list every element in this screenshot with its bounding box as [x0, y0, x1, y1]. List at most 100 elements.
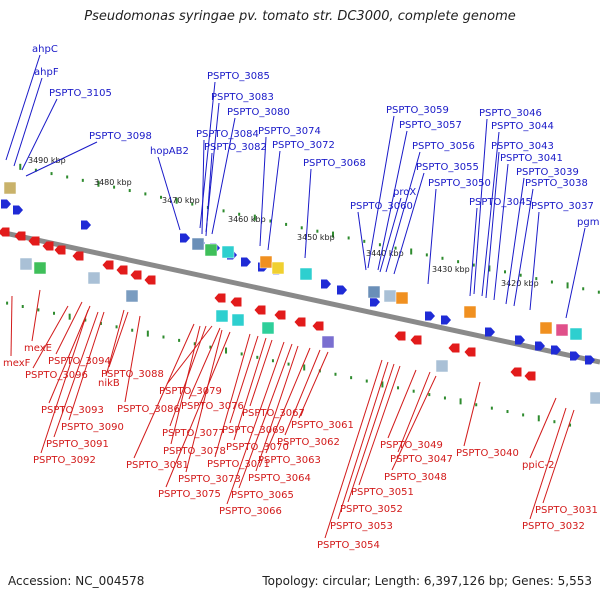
gene-label-forward[interactable]: PSPTO_3080: [227, 107, 290, 118]
gene-label-forward[interactable]: PSPTO_3082: [204, 142, 267, 153]
gene-label-forward[interactable]: PSPTO_3055: [416, 162, 479, 173]
gene-label-reverse[interactable]: PSPTO_3078: [163, 446, 226, 457]
gene-label-forward[interactable]: PSPTO_3045: [469, 197, 532, 208]
leader-line-forward: [211, 117, 236, 235]
reverse-gene-arrow: [294, 317, 306, 327]
gene-label-reverse[interactable]: PSPTO_3069: [222, 425, 285, 436]
gene-label-forward[interactable]: PSPTO_3044: [491, 121, 554, 132]
gene-label-reverse[interactable]: PSPTO_3093: [41, 405, 104, 416]
gene-label-forward[interactable]: PSPTO_3059: [386, 105, 449, 116]
tick-mark-lower: [21, 305, 24, 309]
gene-label-forward[interactable]: PSPTO_3084: [196, 129, 259, 140]
gene-label-forward[interactable]: hopAB2: [150, 146, 189, 157]
leader-line-reverse: [185, 329, 223, 473]
gene-label-reverse[interactable]: PSPTO_3040: [456, 448, 519, 459]
tick-mark-lower: [162, 335, 165, 339]
tick-mark-upper: [332, 231, 335, 238]
gene-label-forward[interactable]: PSPTO_3057: [399, 120, 462, 131]
gene-label-forward[interactable]: PSPTO_3060: [350, 201, 413, 212]
gene-label-forward[interactable]: PSPTO_3085: [207, 71, 270, 82]
gene-label-forward[interactable]: ahpF: [34, 67, 59, 78]
leader-line-forward: [201, 139, 205, 235]
gene-label-reverse[interactable]: PSPTO_3064: [248, 473, 311, 484]
gene-label-forward[interactable]: PSPTO_3037: [531, 201, 594, 212]
annotation-block: [231, 313, 245, 327]
gene-label-reverse[interactable]: mexF: [3, 358, 31, 369]
gene-label-reverse[interactable]: PSPTO_3032: [522, 521, 585, 532]
gene-label-forward[interactable]: PSPTO_3039: [516, 167, 579, 178]
gene-label-forward[interactable]: PSPTO_3074: [258, 126, 321, 137]
gene-label-forward[interactable]: proX: [393, 187, 416, 198]
leader-line-forward: [205, 152, 213, 237]
gene-label-reverse[interactable]: PSPTO_3094: [48, 356, 111, 367]
gene-label-forward[interactable]: PSPTO_3046: [479, 108, 542, 119]
gene-label-reverse[interactable]: PSPTO_3047: [390, 454, 453, 465]
reverse-gene-arrow: [102, 260, 114, 270]
tick-mark-lower: [443, 396, 446, 400]
gene-label-reverse[interactable]: PSPTO_3048: [384, 472, 447, 483]
gene-label-forward[interactable]: PSPTO_3038: [525, 178, 588, 189]
gene-label-reverse[interactable]: PSPTO_3096: [25, 370, 88, 381]
annotation-block: [321, 335, 335, 349]
gene-label-reverse[interactable]: PSPTO_3063: [258, 455, 321, 466]
leader-line-reverse: [397, 371, 431, 453]
gene-label-forward[interactable]: PSPTO_3083: [211, 92, 274, 103]
reverse-gene-arrow: [448, 343, 460, 353]
reverse-gene-arrow: [42, 241, 54, 251]
gene-label-forward[interactable]: PSPTO_3041: [500, 153, 563, 164]
gene-label-reverse[interactable]: PSPTO_3065: [231, 490, 294, 501]
gene-label-forward[interactable]: PSPTO_3043: [491, 141, 554, 152]
leader-line-reverse: [124, 315, 141, 403]
gene-label-forward[interactable]: PSPTO_3050: [428, 178, 491, 189]
leader-line-forward: [505, 177, 525, 305]
gene-label-reverse[interactable]: PSPTO_3070: [226, 442, 289, 453]
gene-label-reverse[interactable]: PSPTO_3054: [317, 540, 380, 551]
gene-label-forward[interactable]: pgm: [577, 217, 599, 228]
gene-label-reverse[interactable]: PSPTO_3073: [178, 474, 241, 485]
gene-label-forward[interactable]: PSPTO_3056: [412, 141, 475, 152]
leader-line-reverse: [337, 361, 389, 520]
tick-mark-upper: [582, 287, 585, 291]
gene-label-forward[interactable]: PSPTO_3098: [89, 131, 152, 142]
leader-line-reverse: [255, 345, 299, 472]
gene-label-reverse[interactable]: PSPTO_3061: [291, 420, 354, 431]
gene-label-forward[interactable]: PSPTO_3068: [303, 158, 366, 169]
gene-label-reverse[interactable]: PSPTO_3071: [207, 459, 270, 470]
gene-label-reverse[interactable]: PSPTO_3075: [158, 489, 221, 500]
kbp-tick-label: 3450 kbp: [297, 233, 335, 242]
gene-label-forward[interactable]: PSPTO_3072: [272, 140, 335, 151]
gene-label-reverse[interactable]: PSPTO_3077: [162, 428, 225, 439]
gene-label-reverse[interactable]: PSPTO_3079: [159, 386, 222, 397]
reverse-gene-arrow: [116, 265, 128, 275]
gene-label-reverse[interactable]: PSPTO_3049: [380, 440, 443, 451]
gene-label-reverse[interactable]: PSPTO_3081: [126, 460, 189, 471]
tick-mark-lower: [115, 325, 118, 329]
gene-label-reverse[interactable]: PSPTO_3088: [101, 369, 164, 380]
tick-mark-upper: [175, 197, 178, 204]
tick-mark-lower: [37, 308, 40, 312]
leader-line-forward: [393, 172, 425, 275]
gene-label-reverse[interactable]: PSPTO_3031: [535, 505, 598, 516]
gene-label-reverse[interactable]: PSPTO_3067: [242, 408, 305, 419]
gene-label-forward[interactable]: ahpC: [32, 44, 58, 55]
gene-label-reverse[interactable]: nikB: [98, 378, 120, 389]
gene-label-reverse[interactable]: PSPTO_3052: [340, 504, 403, 515]
gene-label-reverse[interactable]: PSPTO_3090: [61, 422, 124, 433]
leader-line-reverse: [542, 409, 575, 504]
tick-mark-lower: [475, 403, 478, 407]
gene-label-reverse[interactable]: PSPTO_3053: [330, 521, 393, 532]
gene-label-reverse[interactable]: PSPTO_3051: [351, 487, 414, 498]
gene-label-reverse[interactable]: PSPTO_3086: [117, 404, 180, 415]
gene-label-reverse[interactable]: PSPTO_3062: [277, 437, 340, 448]
gene-label-forward[interactable]: PSPTO_3105: [49, 88, 112, 99]
reverse-gene-arrow: [0, 227, 10, 237]
gene-label-reverse[interactable]: PSPTO_3066: [219, 506, 282, 517]
gene-label-reverse[interactable]: ppiC-2: [522, 460, 554, 471]
gene-label-reverse[interactable]: PSPTO_3091: [46, 439, 109, 450]
tick-mark-upper: [97, 180, 100, 187]
leader-line-reverse: [347, 363, 395, 503]
gene-label-reverse[interactable]: PSPTO_3092: [33, 455, 96, 466]
gene-label-reverse[interactable]: PSPTO_3076: [181, 401, 244, 412]
gene-label-reverse[interactable]: mexE: [24, 343, 52, 354]
